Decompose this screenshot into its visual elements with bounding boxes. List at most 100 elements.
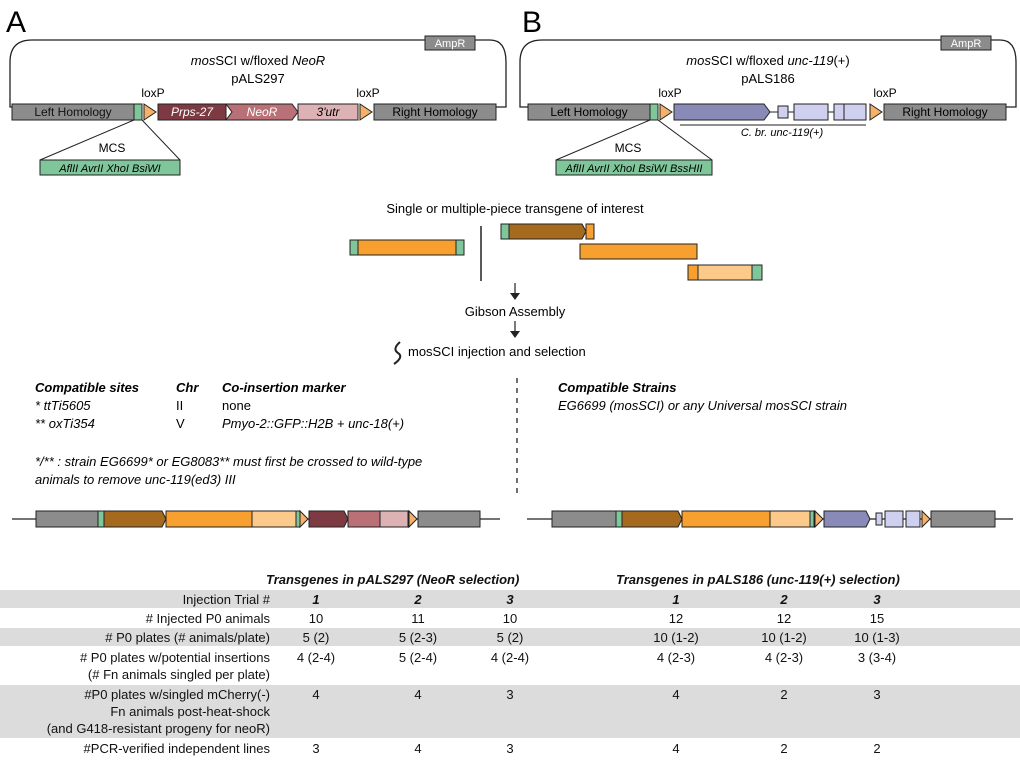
table-row-label: # Injected P0 animals — [146, 610, 270, 627]
piece3-light-orange — [697, 264, 753, 281]
table-cell: 4 — [414, 741, 422, 756]
injection-needle-icon — [393, 341, 402, 365]
panel-a-neor — [225, 103, 299, 121]
table-row-label-line: (and G418-resistant progeny for neoR) — [46, 721, 270, 736]
table-cell: 3 — [873, 592, 881, 607]
table-row-label: #P0 plates w/singled mCherry(-)Fn animal… — [47, 686, 270, 737]
arrow-to-gibson-head — [510, 293, 520, 300]
panel-a-prps — [157, 103, 227, 121]
panel-b-unc119-exon-2 — [777, 105, 789, 119]
table-row-label: Injection Trial # — [183, 591, 270, 608]
table-cell: 4 (2-3) — [764, 650, 804, 665]
panel-b-unc119-exon-5 — [843, 103, 867, 121]
panel-b-right-homology-label: Right Homology — [902, 105, 987, 119]
table-cell: 2 — [780, 687, 788, 702]
insertion-b-light-orange — [769, 510, 811, 528]
table-cell: 3 — [873, 687, 881, 702]
insertion-a-right-homology — [417, 510, 481, 528]
strain-note-line-2: animals to remove unc-119(ed3) III — [35, 472, 236, 487]
table-cell: 4 — [414, 687, 422, 702]
table-cell: 4 (2-4) — [296, 650, 336, 665]
transgene-title: Single or multiple-piece transgene of in… — [386, 201, 644, 216]
table-cell: 10 (1-2) — [761, 630, 807, 645]
panel-b-unc119-exon-1 — [673, 103, 771, 121]
site-1-chr: II — [176, 398, 183, 413]
table-cell: 4 — [672, 687, 680, 702]
panel-b-left-homology-label: Left Homology — [550, 105, 627, 119]
table-cell: 2 — [873, 741, 881, 756]
table-group-header-2: Transgenes in pALS186 (unc-119(+) select… — [616, 572, 900, 587]
insertion-a-neor — [347, 510, 381, 528]
strains-heading: Compatible Strains — [558, 380, 676, 395]
panel-b-loxp-arrow-1 — [659, 103, 673, 121]
table-cell: 12 — [776, 611, 792, 626]
insertion-b-loxp-1 — [814, 509, 824, 529]
gibson-label: Gibson Assembly — [465, 304, 566, 319]
insertion-a-brown — [103, 510, 167, 528]
panel-a-mcs-block — [133, 103, 143, 121]
panel-a-plasmid-name: pALS297 — [231, 71, 285, 86]
insertion-b-unc119-3 — [884, 510, 904, 528]
panel-b-ampr-label: AmpR — [951, 38, 982, 50]
table-group-header-1: Transgenes in pALS297 (NeoR selection) — [266, 572, 520, 587]
table-row-label-line: #PCR-verified independent lines — [83, 741, 270, 756]
table-cell: 3 — [312, 741, 320, 756]
insertion-b-unc119-4 — [905, 510, 921, 528]
table-cell: 10 (1-2) — [653, 630, 699, 645]
table-cell: 10 — [308, 611, 324, 626]
arrow-to-injection-head — [510, 331, 520, 338]
table-cell: 4 — [672, 741, 680, 756]
panel-a-title: mosSCI w/floxed NeoR — [191, 53, 325, 68]
panel-a-mcs-line-right — [141, 119, 181, 161]
table-cell: 1 — [672, 592, 680, 607]
insertion-result-a — [12, 509, 500, 529]
insertion-a-loxp-2 — [408, 509, 418, 529]
table-row: # P0 plates (# animals/plate)5 (2)5 (2-3… — [0, 628, 1020, 646]
site-1-marker: none — [222, 398, 251, 413]
panel-a-mcs-sites: AflII AvrII XhoI BsiWI — [58, 163, 160, 175]
panel-a-loxp-arrow-2 — [359, 103, 373, 121]
strains-text: EG6699 (mosSCI) or any Universal mosSCI … — [558, 398, 847, 413]
table-cell: 1 — [312, 592, 320, 607]
insertion-a-green — [97, 510, 105, 528]
insertion-a-orange — [165, 510, 253, 528]
panel-b-unc119-exon-4 — [833, 103, 845, 121]
insertion-b-right-homology — [930, 510, 996, 528]
piece1-orange-tail — [585, 223, 595, 240]
panel-b-right-homology — [883, 103, 1007, 121]
site-2-name: ** oxTi354 — [35, 416, 95, 431]
insertion-b-brown — [621, 510, 683, 528]
insertion-result-b — [527, 509, 1013, 529]
table-row: #P0 plates w/singled mCherry(-)Fn animal… — [0, 685, 1020, 738]
table-row-label: #PCR-verified independent lines — [84, 740, 270, 757]
panel-b-title: mosSCI w/floxed unc-119(+) — [686, 53, 849, 68]
table-cell: 5 (2-4) — [398, 650, 438, 665]
table-row-label-line: Injection Trial # — [182, 592, 270, 607]
panel-b-backbone — [519, 39, 1017, 108]
panel-a-loxp-1: loxP — [141, 86, 164, 100]
insertion-a-light-orange — [251, 510, 297, 528]
single-piece-green-left — [349, 239, 359, 256]
insertion-b-left-homology — [551, 510, 617, 528]
table-row: # P0 plates w/potential insertions(# Fn … — [0, 647, 1020, 684]
panel-a-right-homology — [373, 103, 497, 121]
piece2-orange — [579, 243, 698, 260]
piece1-brown — [508, 223, 587, 240]
panel-a-neor-label: NeoR — [247, 105, 278, 119]
insertion-b-unc119-1 — [823, 510, 871, 528]
panel-b-mcs-line-right — [657, 119, 713, 161]
piece1-green — [500, 223, 510, 240]
table-cell: 4 — [312, 687, 320, 702]
piece3-orange-head — [687, 264, 699, 281]
panel-b-mcs-box — [555, 159, 713, 176]
panel-a-utr — [297, 103, 359, 121]
panel-a-ampr-label: AmpR — [435, 38, 466, 50]
table-row-label-line: # Injected P0 animals — [145, 611, 270, 626]
injection-label: mosSCI injection and selection — [408, 344, 586, 359]
table-cell: 5 (2) — [302, 630, 330, 645]
table-cell: 2 — [780, 741, 788, 756]
table-cell: 12 — [668, 611, 684, 626]
table-cell: 11 — [411, 611, 425, 626]
